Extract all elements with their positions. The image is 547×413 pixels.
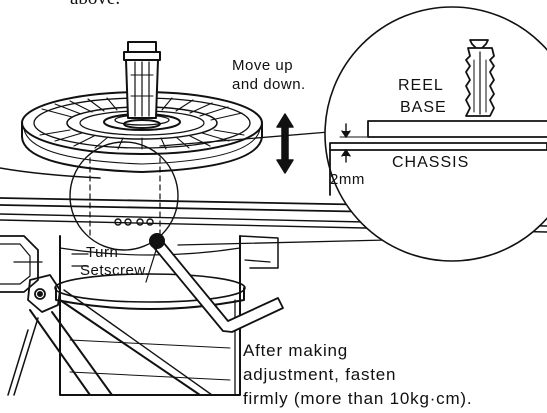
reel-platter [21, 91, 263, 173]
reel-base-plate [367, 120, 547, 138]
gap-arrows [339, 123, 369, 163]
turn-pointer [71, 243, 159, 283]
turn-label: Turn [86, 244, 119, 261]
reel-label: REEL [398, 77, 444, 94]
after-line2: adjustment, fasten [243, 365, 397, 384]
header-fragment: above. [70, 0, 120, 9]
up-down-arrow [276, 113, 294, 174]
chassis-label: CHASSIS [392, 154, 470, 171]
chassis-section [329, 142, 547, 151]
after-line3: firmly (more than 10kg·cm). [243, 389, 473, 408]
gap-label: 2mm [330, 171, 365, 188]
move-label-line1: Move up [232, 57, 294, 74]
hex-wrench [149, 233, 284, 333]
reel-shaft [123, 41, 161, 129]
move-label-line2: and down. [232, 76, 306, 93]
base-label: BASE [400, 99, 447, 116]
after-line1: After making [243, 341, 349, 360]
zoom-circle-small [69, 141, 179, 251]
detail-circle [324, 6, 547, 262]
side-bracket [0, 235, 213, 396]
setscrews [114, 218, 154, 226]
setscrew-label: Setscrew. [80, 262, 150, 279]
detail-shaft [465, 39, 495, 117]
